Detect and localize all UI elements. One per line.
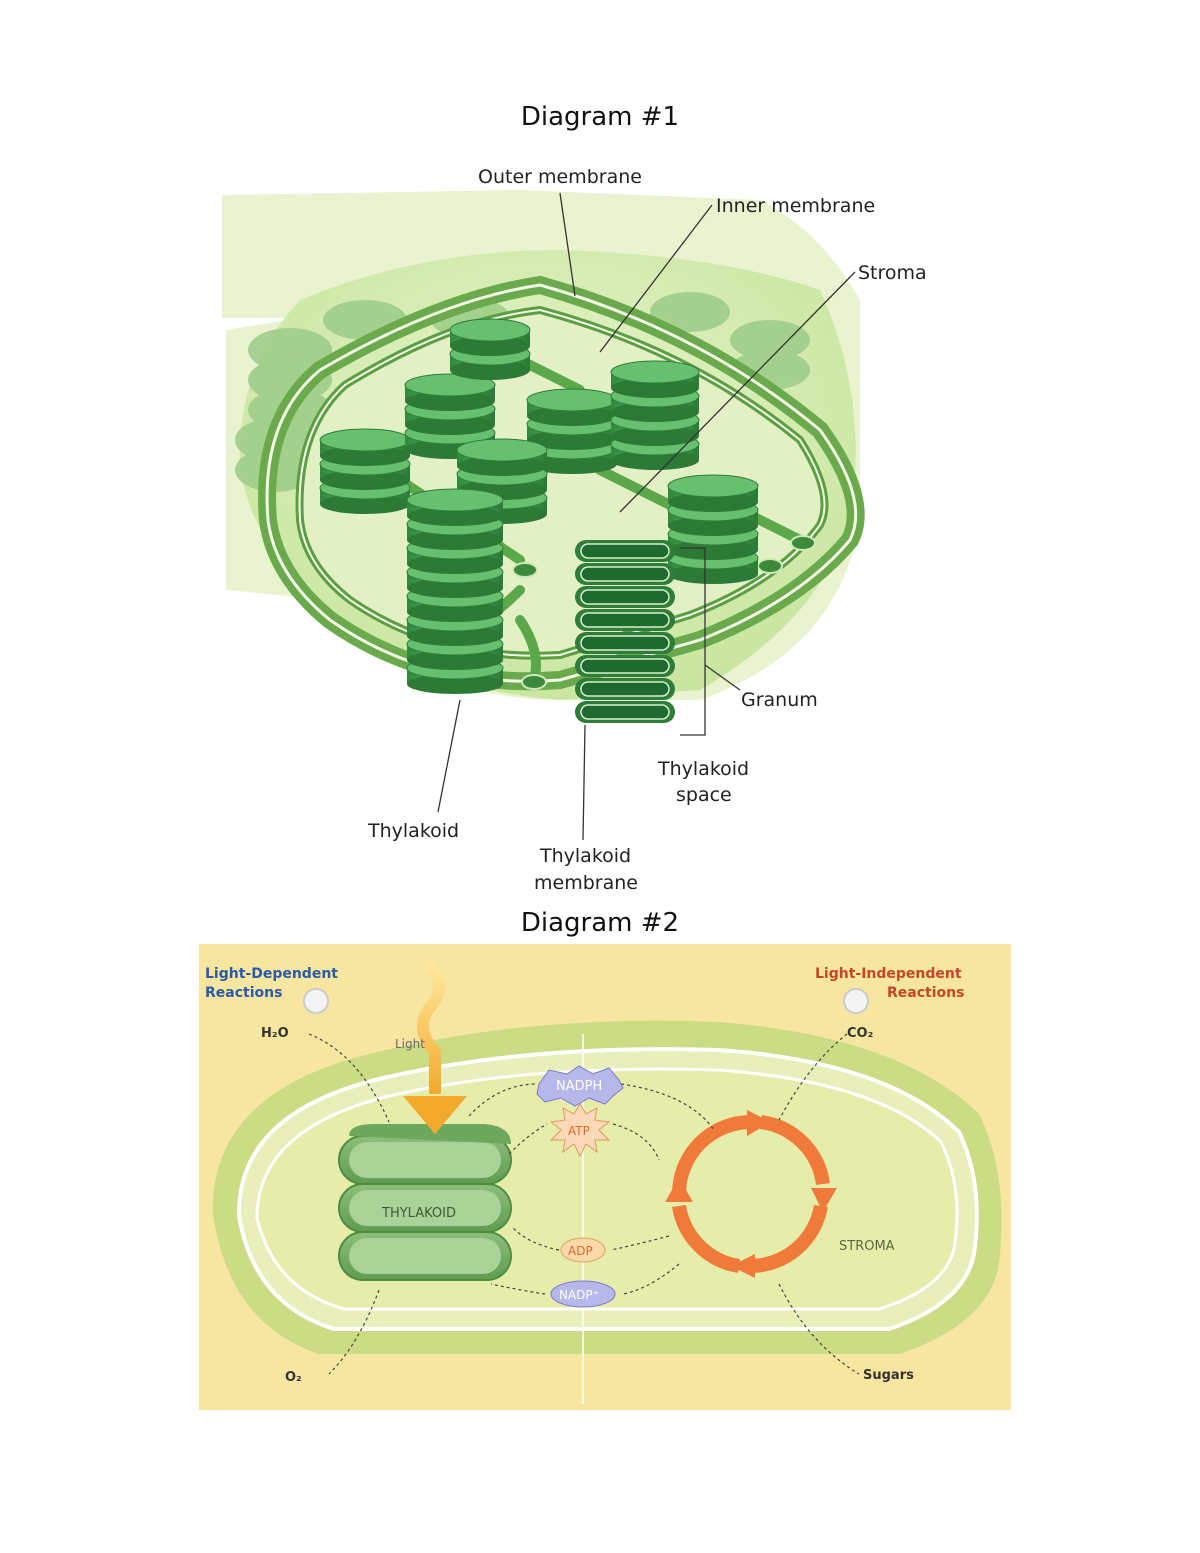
thylakoid-disc-top [668, 475, 758, 497]
thylakoid-space [581, 613, 669, 627]
thylakoid-space [581, 567, 669, 581]
thylakoid-space [581, 705, 669, 719]
co2-label: CO₂ [847, 1026, 873, 1041]
stroma-label-d2: STROMA [839, 1239, 895, 1254]
chloroplast-structure-diagram: Outer membrane Inner membrane Stroma Gra… [0, 0, 1200, 900]
inner-membrane-label: Inner membrane [716, 195, 875, 217]
thylakoid-space [581, 682, 669, 696]
thylakoid-disc-top [611, 361, 699, 383]
nadp-label: NADP⁺ [559, 1288, 599, 1302]
light-label: Light [395, 1037, 425, 1051]
thylakoid-membrane-label-2: membrane [534, 872, 638, 894]
light-dependent-title-2: Reactions [205, 985, 282, 1001]
thylakoid-disc-top [457, 439, 547, 461]
light-dependent-title-1: Light-Dependent [205, 966, 338, 982]
light-dependent-button-icon [304, 989, 328, 1013]
light-independent-button-icon [844, 989, 868, 1013]
thylakoid-space-label-2: space [676, 784, 732, 806]
thylakoid-disc-top [407, 489, 503, 511]
thylakoid-disc-top [527, 389, 617, 411]
thylakoid-disc-top [450, 319, 530, 341]
thylakoid-space [581, 544, 669, 558]
granum-label: Granum [741, 689, 818, 711]
thylakoid-disc-top [320, 429, 410, 451]
thylakoid-space-label-1: Thylakoid [657, 758, 749, 780]
adp-badge: ADP [561, 1238, 605, 1262]
photosynthesis-reactions-diagram: THYLAKOID Light NADPH [199, 944, 1011, 1410]
thylakoid-space [581, 659, 669, 673]
thylakoid-space [581, 590, 669, 604]
atp-label: ATP [568, 1124, 590, 1138]
o2-label: O₂ [285, 1370, 302, 1385]
nadph-label: NADPH [556, 1079, 602, 1094]
thylakoid-membrane-label-1: Thylakoid [539, 845, 631, 867]
thylakoid-label: Thylakoid [367, 820, 459, 842]
sugars-label: Sugars [863, 1368, 914, 1383]
adp-label: ADP [568, 1244, 593, 1258]
thylakoid-stack: THYLAKOID [339, 1124, 511, 1280]
light-independent-title-1: Light-Independent [815, 966, 962, 982]
diagram-2-title: Diagram #2 [0, 908, 1200, 938]
h2o-label: H₂O [261, 1026, 289, 1041]
thylakoid-label-d2: THYLAKOID [381, 1206, 456, 1221]
nadp-badge: NADP⁺ [551, 1281, 615, 1307]
thylakoid-space [581, 636, 669, 650]
light-independent-title-2: Reactions [887, 985, 964, 1001]
outer-membrane-label: Outer membrane [478, 166, 642, 188]
stroma-label: Stroma [858, 262, 927, 284]
